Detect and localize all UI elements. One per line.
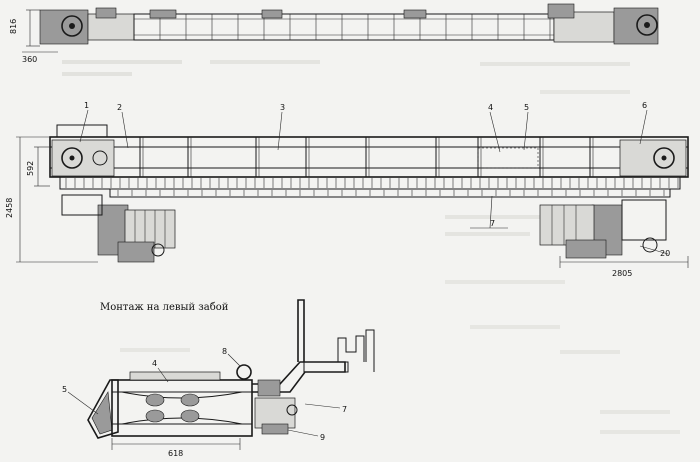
dim-top-height: 816 [9,19,18,34]
dim-section-width: 618 [168,449,183,458]
callout-6: 6 [642,101,647,110]
cable-trough [337,335,365,362]
main-view-conveyor: 2458 592 2805 1 2 3 4 5 6 7 20 [5,101,689,278]
cross-section-view: 618 4 5 7 8 9 [62,299,375,458]
section-callout-8: 8 [222,347,227,356]
top-pan-line [133,13,555,41]
dim-total-height: 2458 [5,198,14,218]
section-callout-5: 5 [62,385,67,394]
callout-4: 4 [488,103,493,112]
vertical-post [297,299,305,362]
lower-rail [109,188,671,198]
callout-5: 5 [524,103,529,112]
top-right-sprocket [636,14,658,36]
right-drive-head [619,139,687,177]
left-motor [124,209,176,249]
dim-top-length: 360 [22,55,37,64]
callout-7: 7 [490,219,495,228]
spill-plate-bracket [252,361,346,393]
right-motor [539,204,595,246]
top-right-motor [547,3,575,19]
callout-1: 1 [84,101,89,110]
caption-left-face-mounting: Монтаж на левый забой [100,302,229,313]
section-callout-7: 7 [342,405,347,414]
plough-bevel [87,379,119,439]
dim-main-length: 2805 [612,269,632,278]
callout-2: 2 [117,103,122,112]
dim-upper-height: 592 [26,161,35,176]
top-view-conveyor: 816 360 [9,3,659,64]
section-callout-9: 9 [320,433,325,442]
top-left-drive [39,9,89,45]
cable-roller-8 [236,364,252,380]
top-left-sprocket [61,15,83,37]
bleed-through-background [62,60,680,434]
section-callout-4: 4 [152,359,157,368]
callout-20: 20 [660,249,670,258]
pan-section-4 [477,147,539,169]
chain-run [59,176,681,190]
top-right-drive [613,7,659,45]
pan-body-section [111,379,253,437]
callout-3: 3 [280,103,285,112]
